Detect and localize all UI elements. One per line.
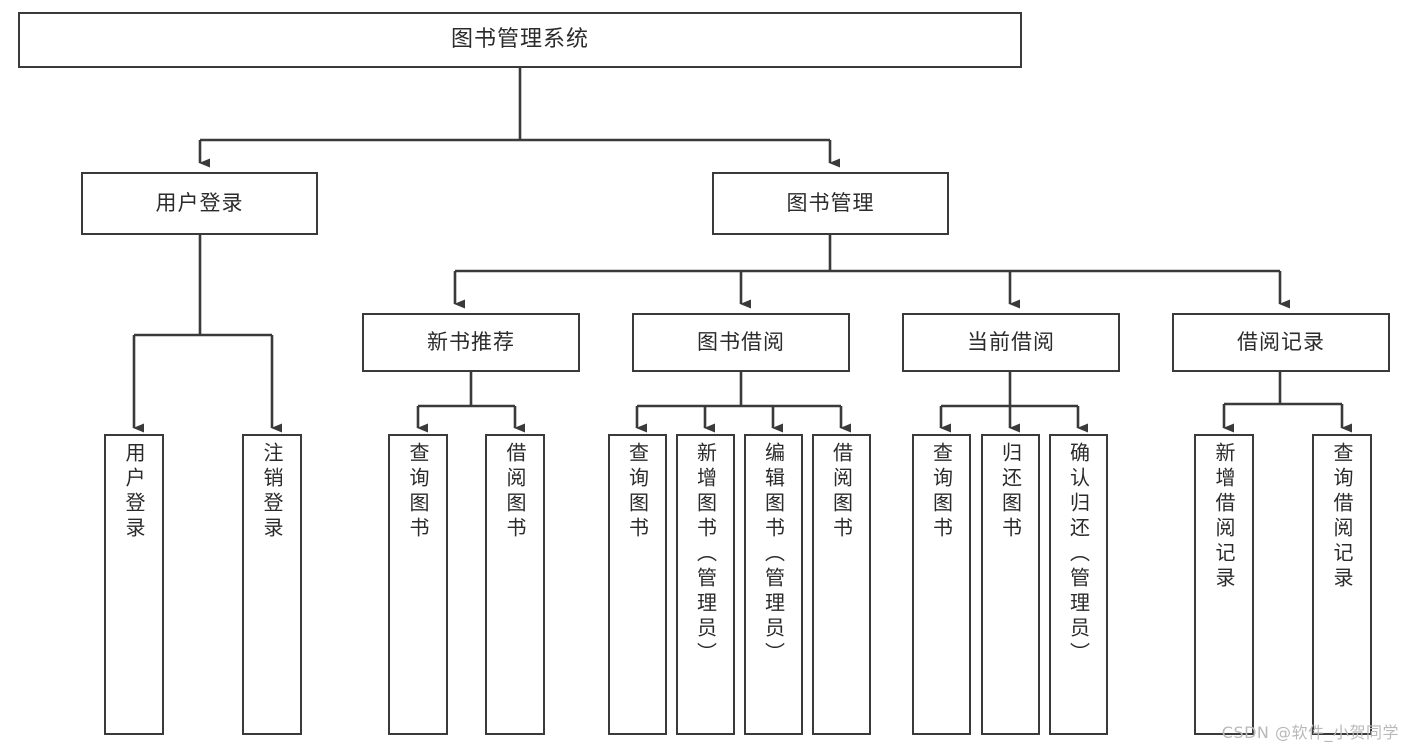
node-label: 图书管理系统 <box>450 27 589 53</box>
leaf-user-login[interactable]: 用户登录 <box>104 434 164 735</box>
node-label: 查询借阅记录 <box>1330 442 1354 592</box>
watermark-text: CSDN @软件_小贺同学 <box>1221 723 1399 742</box>
leaf-return-book[interactable]: 归还图书 <box>981 434 1040 735</box>
leaf-add-borrow-record[interactable]: 新增借阅记录 <box>1194 434 1254 735</box>
node-label: 当前借阅 <box>967 330 1055 355</box>
leaf-borrow-book-2[interactable]: 借阅图书 <box>812 434 871 735</box>
leaf-borrow-book-1[interactable]: 借阅图书 <box>485 434 545 735</box>
node-label: 新增借阅记录 <box>1212 442 1236 592</box>
leaf-query-book-1[interactable]: 查询图书 <box>388 434 448 735</box>
node-book-manage[interactable]: 图书管理 <box>712 172 949 235</box>
node-label: 借阅图书 <box>829 442 854 542</box>
node-label: 用户登录 <box>122 442 146 542</box>
leaf-query-borrow-record[interactable]: 查询借阅记录 <box>1312 434 1372 735</box>
node-label: 归还图书 <box>998 442 1023 542</box>
node-label: 用户登录 <box>155 191 244 216</box>
leaf-add-book-admin[interactable]: 新增图书（管理员） <box>676 434 735 735</box>
node-label: 新书推荐 <box>427 330 515 355</box>
leaf-confirm-return-admin[interactable]: 确认归还（管理员） <box>1049 434 1108 735</box>
node-label: 查询图书 <box>406 442 430 542</box>
node-label: 图书借阅 <box>697 330 785 355</box>
node-label: 借阅记录 <box>1237 330 1325 355</box>
node-label: 查询图书 <box>625 442 650 542</box>
node-current-borrow[interactable]: 当前借阅 <box>902 313 1120 372</box>
leaf-query-book-2[interactable]: 查询图书 <box>608 434 667 735</box>
node-book-borrow[interactable]: 图书借阅 <box>632 313 850 372</box>
node-new-book-recommend[interactable]: 新书推荐 <box>362 313 580 372</box>
node-borrow-record[interactable]: 借阅记录 <box>1172 313 1390 372</box>
node-label: 借阅图书 <box>503 442 527 542</box>
leaf-edit-book-admin[interactable]: 编辑图书（管理员） <box>744 434 803 735</box>
node-label: 查询图书 <box>929 442 954 542</box>
node-label: 注销登录 <box>260 442 284 542</box>
leaf-query-book-3[interactable]: 查询图书 <box>912 434 971 735</box>
node-label: 图书管理 <box>786 191 875 216</box>
node-label: 编辑图书（管理员） <box>761 442 786 667</box>
leaf-user-logout[interactable]: 注销登录 <box>242 434 302 735</box>
node-label: 确认归还（管理员） <box>1066 442 1091 667</box>
node-label: 新增图书（管理员） <box>693 442 718 667</box>
node-user-login[interactable]: 用户登录 <box>81 172 318 235</box>
node-root-book-management-system[interactable]: 图书管理系统 <box>18 12 1022 68</box>
